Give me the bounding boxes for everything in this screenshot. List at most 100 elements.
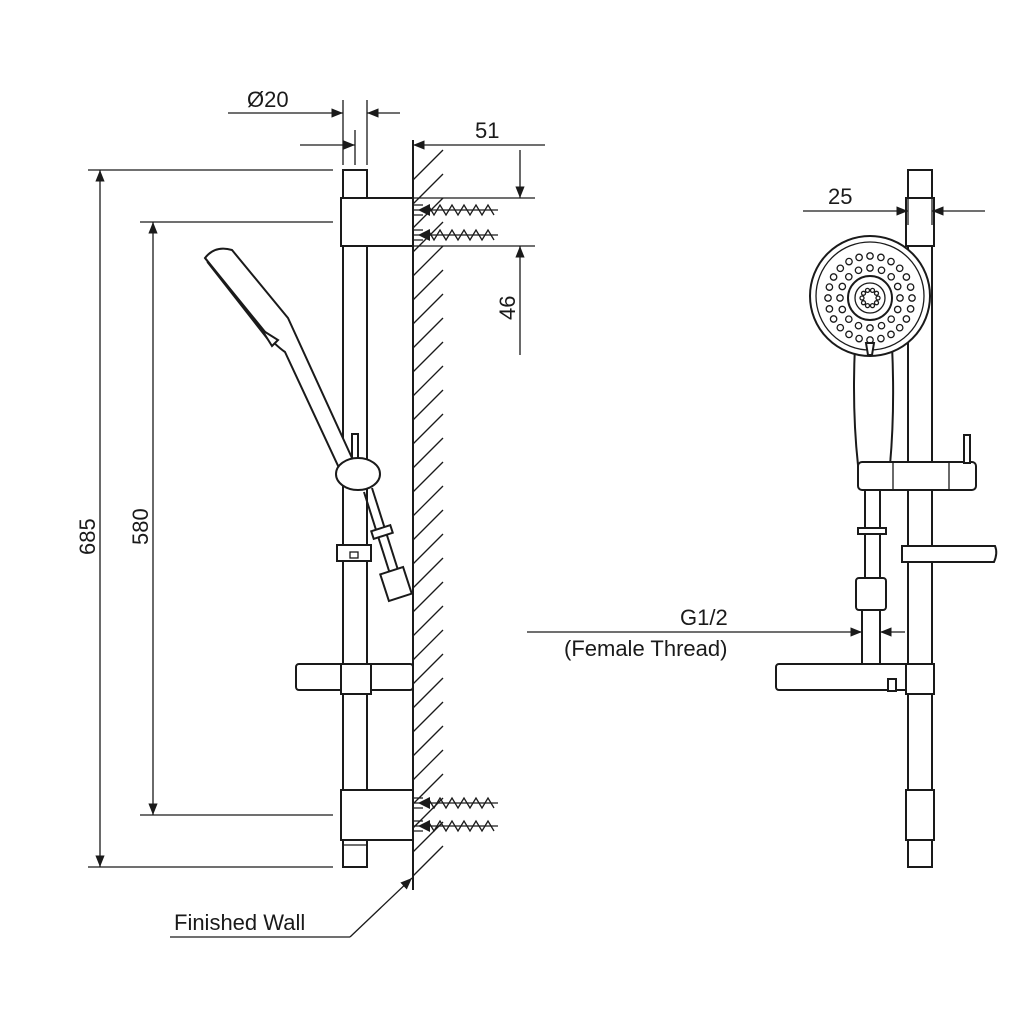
center-nozzle bbox=[859, 295, 865, 301]
nozzle bbox=[896, 294, 904, 302]
center-nozzle bbox=[873, 300, 880, 306]
hand-shower-side bbox=[203, 247, 354, 472]
top-wall-bracket bbox=[340, 197, 414, 247]
rail-bands bbox=[908, 693, 932, 791]
nozzle bbox=[895, 323, 904, 332]
wall-hatch-line bbox=[412, 485, 444, 517]
center-nozzle bbox=[864, 287, 871, 294]
wall-hatch-line bbox=[412, 653, 444, 685]
finished-wall-leader bbox=[170, 877, 413, 938]
nozzle bbox=[838, 305, 847, 314]
slide-rail bbox=[342, 169, 368, 868]
nozzle bbox=[845, 257, 853, 266]
nozzle bbox=[829, 315, 838, 323]
nozzle bbox=[908, 294, 916, 302]
nozzle bbox=[854, 266, 863, 275]
wall-hatch-line bbox=[412, 533, 444, 565]
nozzle bbox=[902, 273, 911, 281]
dim-bracket-height bbox=[413, 150, 535, 355]
nozzle bbox=[877, 253, 885, 262]
nozzle bbox=[855, 253, 863, 262]
wall-hatch-line bbox=[412, 149, 444, 181]
dim-bracket-spacing-label: 580 bbox=[128, 508, 153, 545]
nozzle bbox=[866, 324, 874, 332]
nozzle bbox=[855, 334, 863, 343]
dim-connection-note-label: (Female Thread) bbox=[564, 636, 727, 661]
wall-hatch-line bbox=[412, 677, 444, 709]
nozzle bbox=[887, 272, 896, 281]
nozzle bbox=[825, 305, 834, 313]
nozzle bbox=[844, 315, 853, 324]
dim-rail-width-side-label: 25 bbox=[828, 184, 852, 209]
wall-hatch-line bbox=[412, 749, 444, 781]
nozzle bbox=[887, 315, 896, 324]
nozzle bbox=[877, 266, 886, 275]
nozzle bbox=[854, 321, 863, 330]
wall-hatch-line bbox=[412, 317, 444, 349]
nozzle bbox=[836, 294, 844, 302]
wall-hatch-line bbox=[412, 437, 444, 469]
nozzle bbox=[845, 330, 853, 339]
center-nozzle bbox=[869, 287, 876, 294]
nozzle bbox=[893, 282, 902, 291]
nozzle bbox=[866, 252, 874, 260]
dim-rail-diameter bbox=[228, 100, 400, 165]
side-slider-holder bbox=[857, 434, 977, 491]
nozzle bbox=[824, 294, 832, 302]
wall-hatch-line bbox=[412, 365, 444, 397]
wall-hatch-line bbox=[412, 389, 444, 421]
nozzle bbox=[825, 283, 834, 291]
soap-dish-front bbox=[775, 663, 935, 695]
wall-hatch-line bbox=[412, 629, 444, 661]
center-nozzle bbox=[864, 302, 871, 309]
finished-wall-label: Finished Wall bbox=[174, 910, 305, 935]
hand-shower-front bbox=[809, 235, 931, 466]
wall-hatch-line bbox=[412, 821, 444, 853]
nozzle bbox=[866, 264, 874, 272]
wall-hatch-line bbox=[412, 557, 444, 589]
nozzle bbox=[893, 305, 902, 314]
wall-hatch-line bbox=[412, 413, 444, 445]
center-nozzle bbox=[875, 295, 881, 301]
dim-overall-height-label: 685 bbox=[75, 518, 100, 555]
wall-hatch-line bbox=[412, 605, 444, 637]
dim-bracket-spacing bbox=[140, 221, 333, 816]
dim-rail-diameter-label: Ø20 bbox=[247, 87, 289, 112]
dim-bracket-height-label: 46 bbox=[495, 296, 520, 320]
center-nozzle bbox=[860, 300, 867, 306]
dim-wall-offset-label: 51 bbox=[475, 118, 499, 143]
nozzle bbox=[836, 323, 845, 332]
wall-hatch-line bbox=[412, 701, 444, 733]
wall-hatch-line bbox=[412, 245, 444, 277]
nozzle bbox=[906, 283, 915, 291]
wall-hatch-line bbox=[412, 293, 444, 325]
nozzle bbox=[877, 321, 886, 330]
wall-hatch-line bbox=[412, 725, 444, 757]
nozzle bbox=[887, 257, 895, 266]
wall-plugs-top bbox=[413, 203, 498, 242]
hose-connector bbox=[363, 487, 413, 603]
wall-hatch-line bbox=[412, 461, 444, 493]
center-nozzle bbox=[873, 290, 880, 296]
dim-overall-height bbox=[88, 169, 333, 868]
side-rail-clip bbox=[901, 545, 998, 563]
nozzle bbox=[838, 282, 847, 291]
rail-clip bbox=[336, 544, 372, 562]
nozzle bbox=[844, 272, 853, 281]
center-nozzle bbox=[869, 302, 876, 309]
wall-hatch-line bbox=[412, 773, 444, 805]
nozzle bbox=[829, 273, 838, 281]
wall-hatch-line bbox=[412, 845, 444, 877]
nozzle bbox=[906, 305, 915, 313]
front-view: Ø20 51 46 685 5 bbox=[75, 87, 545, 938]
nozzle bbox=[836, 264, 845, 273]
wall-plugs-bottom bbox=[413, 796, 498, 833]
nozzle bbox=[895, 264, 904, 273]
side-hose bbox=[855, 490, 887, 664]
soap-dish-side bbox=[295, 663, 414, 695]
wall-hatch-line bbox=[412, 173, 444, 205]
nozzle bbox=[902, 315, 911, 323]
wall-hatch-line bbox=[412, 269, 444, 301]
nozzle bbox=[887, 330, 895, 339]
